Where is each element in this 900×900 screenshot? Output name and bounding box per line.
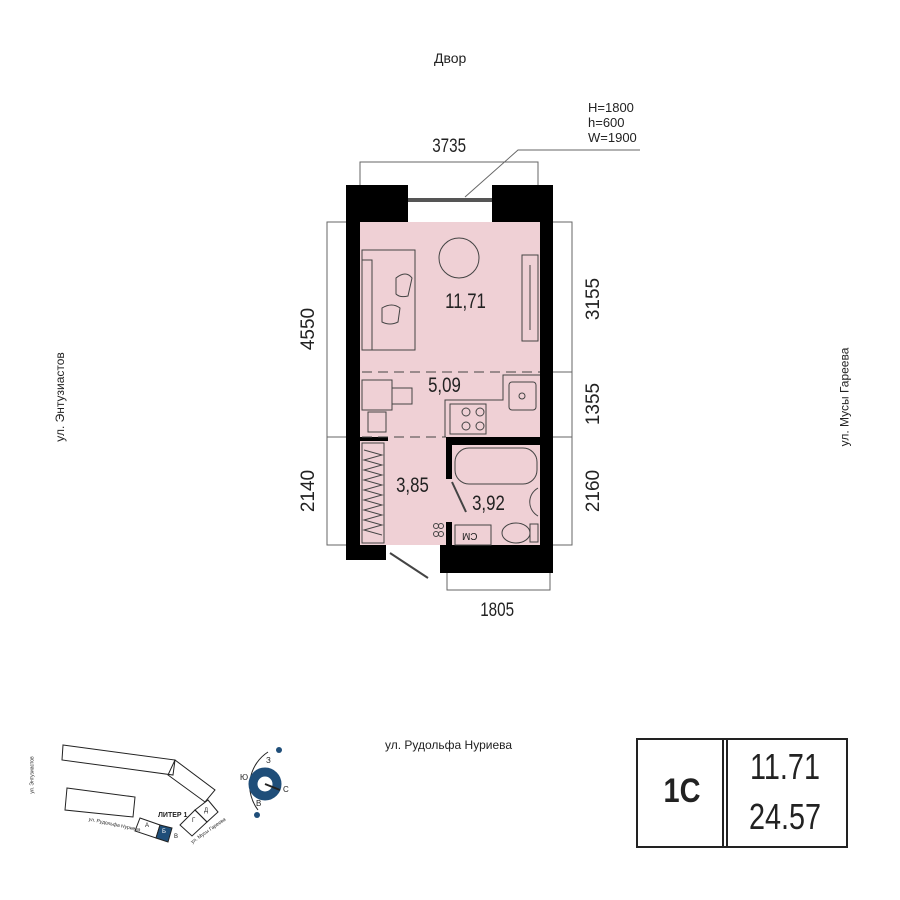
- dimension-lines: [326, 149, 640, 591]
- compass-east: В: [256, 799, 262, 808]
- stove-icon: [449, 403, 487, 435]
- wardrobe-icon: [361, 442, 385, 544]
- meter-icons: [433, 523, 444, 537]
- washer-label: СМ: [462, 530, 478, 541]
- compass-west: З: [266, 756, 271, 765]
- minimap-section-g: Г: [192, 818, 196, 824]
- entrance-door: [389, 552, 429, 579]
- sun-icon: [254, 812, 260, 818]
- bathroom-door: [451, 481, 467, 513]
- room-area-kitchen: 5,09: [428, 374, 461, 397]
- walls: [346, 185, 553, 573]
- sink-icon: [508, 381, 537, 411]
- living-area: 11.71: [750, 746, 820, 787]
- minimap-section-d: Д: [204, 808, 209, 814]
- window-height: H=1800: [588, 100, 634, 115]
- window-sill: h=600: [588, 115, 625, 130]
- apartment-type: 1С: [663, 772, 701, 810]
- room-area-living: 11,71: [445, 290, 486, 313]
- minimap-section-v: В: [174, 834, 179, 840]
- minimap-liter: ЛИТЕР 1: [158, 812, 188, 819]
- dim-bottom: 1805: [480, 600, 515, 621]
- compass-south: Ю: [240, 773, 249, 782]
- minimap-section-a: А: [145, 823, 150, 829]
- furniture: [361, 237, 540, 579]
- room-area-bathroom: 3,92: [472, 492, 505, 515]
- dim-right-middle: 1355: [583, 382, 605, 426]
- window-width: W=1900: [588, 130, 637, 145]
- tv-stand-icon: [521, 254, 539, 342]
- dim-top: 3735: [432, 136, 467, 157]
- compass-icon: [248, 767, 282, 801]
- washbasin-icon: [529, 487, 539, 517]
- dim-right-upper: 3155: [583, 277, 605, 321]
- street-right: ул. Мусы Гареева: [837, 347, 852, 447]
- table-icon: [438, 237, 480, 279]
- total-area: 24.57: [748, 796, 822, 837]
- sun-icon: [276, 747, 282, 753]
- room-area-hall: 3,85: [396, 474, 429, 497]
- window: [408, 198, 492, 202]
- minimap-section-b: Б: [162, 829, 166, 835]
- street-bottom: ул. Рудольфа Нуриева: [385, 738, 513, 752]
- compass-needle: [264, 783, 281, 791]
- courtyard-label: Двор: [434, 50, 467, 66]
- minimap-street-left: ул. Энтузиастов: [29, 756, 36, 794]
- washing-machine-icon: [454, 524, 492, 546]
- dim-left-upper: 4550: [298, 307, 320, 351]
- bathtub-icon: [454, 447, 538, 485]
- apartment-type-box: 1С: [636, 738, 728, 848]
- minimap: [61, 744, 269, 843]
- street-left: ул. Энтузиастов: [52, 352, 67, 442]
- dim-left-lower: 2140: [298, 469, 320, 513]
- area-summary-box: 11.71 24.57: [722, 738, 848, 848]
- compass-north: С: [283, 785, 289, 794]
- dim-right-lower: 2160: [583, 469, 605, 513]
- window-spec: H=1800 h=600 W=1900: [588, 100, 637, 145]
